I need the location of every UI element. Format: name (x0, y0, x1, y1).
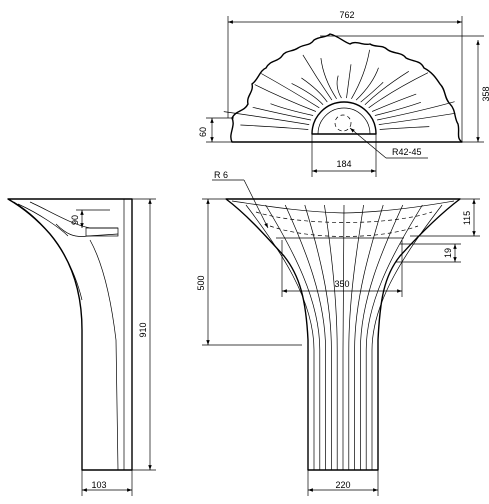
top-view-dimensions: 762 358 60 184 R42-45 (198, 10, 489, 177)
side-view-dimensions: 90 910 103 (70, 198, 156, 496)
front-view-dimensions: R 6 500 115 19 350 220 (196, 170, 480, 496)
drain-hole (334, 114, 352, 132)
fan-ray (379, 126, 430, 130)
fan-ray (351, 49, 370, 99)
dim-front-bowl-width-label: 350 (334, 279, 349, 289)
flute-line (365, 204, 423, 470)
side-view (7, 198, 133, 471)
fan-ray (360, 82, 384, 103)
fan-ray (346, 64, 352, 99)
fan-ray (364, 71, 409, 105)
fan-ray (320, 58, 337, 99)
fan-ray (291, 83, 324, 105)
dim-bowl-radius-label: R42-45 (392, 147, 422, 157)
front-view-flutes (245, 204, 443, 470)
flute-line (324, 204, 338, 470)
top-view-outline (230, 33, 463, 143)
overflow-channel (85, 227, 119, 237)
fan-ray (302, 54, 333, 101)
flute-line (371, 204, 443, 470)
fan-ray (240, 124, 309, 130)
flute-line (304, 204, 332, 470)
front-view-bowl-hidden (269, 225, 419, 237)
dim-rim-height-label: 115 (462, 211, 472, 225)
front-view (225, 198, 461, 471)
side-view-outline (7, 198, 133, 471)
side-view-inner-line (17, 203, 69, 237)
dim-rim-thickness-label: 19 (443, 248, 453, 258)
dim-bowl-width-label: 184 (336, 159, 351, 169)
fan-ray (252, 106, 311, 121)
fan-ray (261, 73, 320, 109)
fan-ray (254, 84, 317, 112)
flute-line (342, 204, 345, 470)
dim-front-base-width-label: 220 (335, 480, 350, 490)
fan-ray (371, 93, 417, 112)
dim-top-depth-label: 358 (481, 86, 489, 101)
dim-front-height-label: 500 (196, 275, 206, 290)
fan-ray (355, 67, 379, 101)
flute-line (354, 204, 384, 470)
top-view-bowl-inner (317, 107, 371, 135)
leader-bowl-radius (349, 127, 387, 159)
front-view-rim-line (231, 200, 455, 214)
side-view-bowl-contour (55, 223, 119, 237)
leader-edge-radius (243, 179, 269, 229)
fan-ray (301, 77, 328, 103)
side-view-inner-line (13, 201, 83, 301)
flute-line (284, 204, 326, 470)
flute-line (360, 204, 404, 470)
top-view-bowl (311, 101, 377, 135)
fan-ray (336, 75, 342, 99)
dim-side-overflow-label: 90 (70, 215, 80, 225)
dim-top-back-height-label: 60 (198, 127, 208, 137)
dim-total-height-label: 910 (138, 322, 148, 337)
dim-top-width-label: 762 (339, 10, 354, 20)
fan-ray (374, 101, 422, 116)
flute-line (348, 204, 364, 470)
fan-ray (377, 101, 455, 121)
top-view-rays (223, 49, 456, 130)
flute-line (265, 204, 321, 470)
flute-line (245, 204, 315, 470)
fan-ray (368, 72, 429, 109)
fan-ray (223, 111, 310, 125)
top-view (223, 33, 463, 143)
dim-base-depth-label: 103 (91, 480, 106, 490)
dim-edge-radius-label: R 6 (214, 170, 228, 180)
side-view-inner-line (89, 239, 119, 471)
fan-ray (378, 112, 456, 125)
fan-ray (270, 103, 314, 116)
